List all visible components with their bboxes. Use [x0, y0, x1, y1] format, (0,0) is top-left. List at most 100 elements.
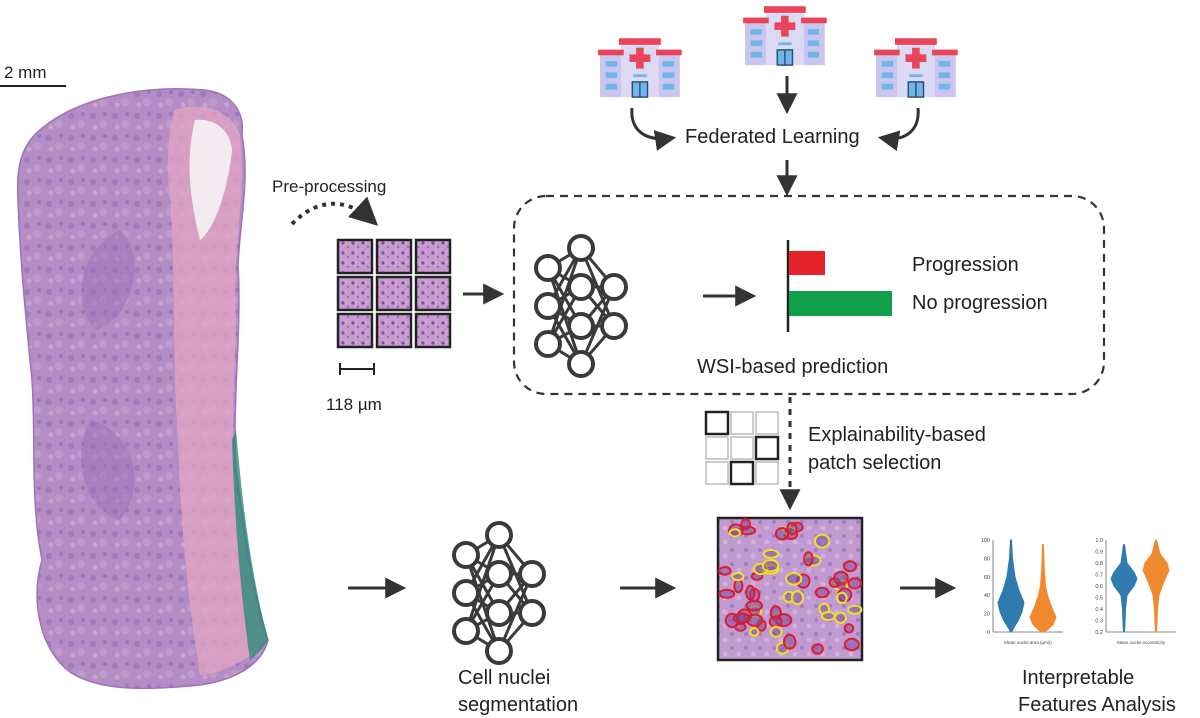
federated-learning-label: Federated Learning — [685, 126, 860, 148]
violin-tick: 100 — [981, 538, 990, 544]
patch-scale-label: 118 µm — [326, 395, 382, 414]
tissue-patch — [375, 238, 413, 275]
violin-tick: 0.9 — [1095, 550, 1103, 556]
hospital-icon — [743, 6, 827, 66]
label-progression: Progression — [912, 254, 1019, 276]
nucleus-contour — [843, 637, 860, 652]
network-node — [485, 521, 513, 549]
nucleus-contour — [843, 623, 855, 634]
network-node — [485, 599, 513, 627]
arrow-hospital-left — [630, 107, 677, 151]
grid-cell — [730, 461, 754, 485]
violin-tick: 0.7 — [1095, 573, 1103, 579]
network-node — [567, 234, 595, 262]
violin-tick: 60 — [984, 575, 990, 581]
nucleus-contour — [814, 586, 830, 599]
violin-shape — [1142, 539, 1170, 633]
nuclei-overlay — [718, 518, 863, 655]
nucleus-contour — [732, 612, 751, 624]
tissue-patch — [414, 312, 452, 349]
tissue-patch — [336, 238, 374, 275]
features-label-line1: Interpretable — [1022, 667, 1134, 689]
whole-slide-image — [16, 88, 269, 690]
nucleus-contour — [847, 604, 863, 615]
violin-tick: 20 — [984, 612, 990, 618]
violin-tick: 0.5 — [1095, 596, 1103, 602]
nucleus-contour — [769, 625, 783, 638]
patch-scale-bar — [339, 363, 375, 375]
violin-shape — [1110, 544, 1138, 633]
hospitals — [598, 6, 958, 98]
features-label-line2: Features Analysis — [1018, 694, 1176, 716]
network-node — [534, 330, 562, 358]
hospital-icon — [874, 38, 958, 98]
grid-cell — [730, 436, 754, 460]
segmentation-network — [452, 521, 546, 665]
grid-cell — [705, 461, 729, 485]
nucleus-contour — [731, 572, 745, 582]
violin-xlabel: Mean nuclei area (µm2) — [1004, 640, 1052, 645]
nucleus-contour — [740, 518, 752, 530]
violin-tick: 1.0 — [1095, 538, 1103, 544]
scale-bar-label: 2 mm — [4, 63, 47, 82]
prediction-bar-chart — [786, 240, 892, 332]
model-box — [512, 194, 1106, 396]
tissue-patch — [375, 275, 413, 312]
nucleus-contour — [786, 521, 798, 536]
nucleus-contour — [745, 599, 764, 612]
grid-cell — [730, 411, 754, 435]
nucleus-contour — [833, 570, 849, 586]
violin-tick: 0.3 — [1095, 619, 1103, 625]
grid-cell — [705, 411, 729, 435]
bar-no-progression — [789, 291, 892, 316]
tissue-patch — [375, 312, 413, 349]
network-node — [534, 254, 562, 282]
grid-cell — [755, 436, 779, 460]
hospital-icon — [598, 38, 682, 98]
tissue-patch — [414, 275, 452, 312]
network-node — [452, 541, 480, 569]
tissue-patch — [336, 312, 374, 349]
segmentation-label-line2: segmentation — [458, 694, 578, 716]
segmented-patch — [716, 516, 864, 662]
arrow-hospital-right — [877, 107, 920, 152]
nucleus-contour — [733, 579, 744, 594]
nucleus-contour — [718, 566, 732, 576]
tissue-patch — [414, 238, 452, 275]
nucleus-contour — [785, 572, 803, 586]
violin-tick: 40 — [984, 593, 990, 599]
bar-progression — [789, 251, 825, 275]
violin-xlabel: Mean nuclei eccentricity — [1117, 640, 1166, 645]
nucleus-contour — [728, 528, 742, 538]
explainability-grid — [704, 410, 780, 486]
nucleus-contour — [718, 588, 736, 599]
nucleus-contour — [836, 591, 848, 605]
nucleus-contour — [749, 627, 760, 637]
network-node — [600, 312, 628, 340]
nucleus-contour — [803, 551, 814, 567]
nucleus-contour — [761, 559, 780, 573]
network-node — [518, 560, 546, 588]
network-node — [518, 599, 546, 627]
preprocessing-arrow — [290, 196, 379, 226]
nucleus-contour — [768, 615, 783, 628]
grid-cell — [705, 436, 729, 460]
network-node — [485, 637, 513, 665]
nucleus-contour — [847, 577, 863, 590]
network-node — [600, 273, 628, 301]
violin-tick: 0.8 — [1095, 561, 1103, 567]
nucleus-contour — [783, 633, 797, 650]
nucleus-contour — [745, 584, 756, 601]
selected-cell — [704, 410, 730, 436]
patch-grid — [336, 238, 452, 349]
explainability-label-line1: Explainability-based — [808, 424, 986, 446]
nucleus-contour — [811, 643, 824, 655]
network-node — [452, 579, 480, 607]
network-node — [452, 617, 480, 645]
violin-shape — [997, 539, 1025, 633]
violin-tick: 0.2 — [1095, 630, 1103, 636]
nucleus-contour — [821, 611, 836, 621]
violin-tick: 0.6 — [1095, 584, 1103, 590]
